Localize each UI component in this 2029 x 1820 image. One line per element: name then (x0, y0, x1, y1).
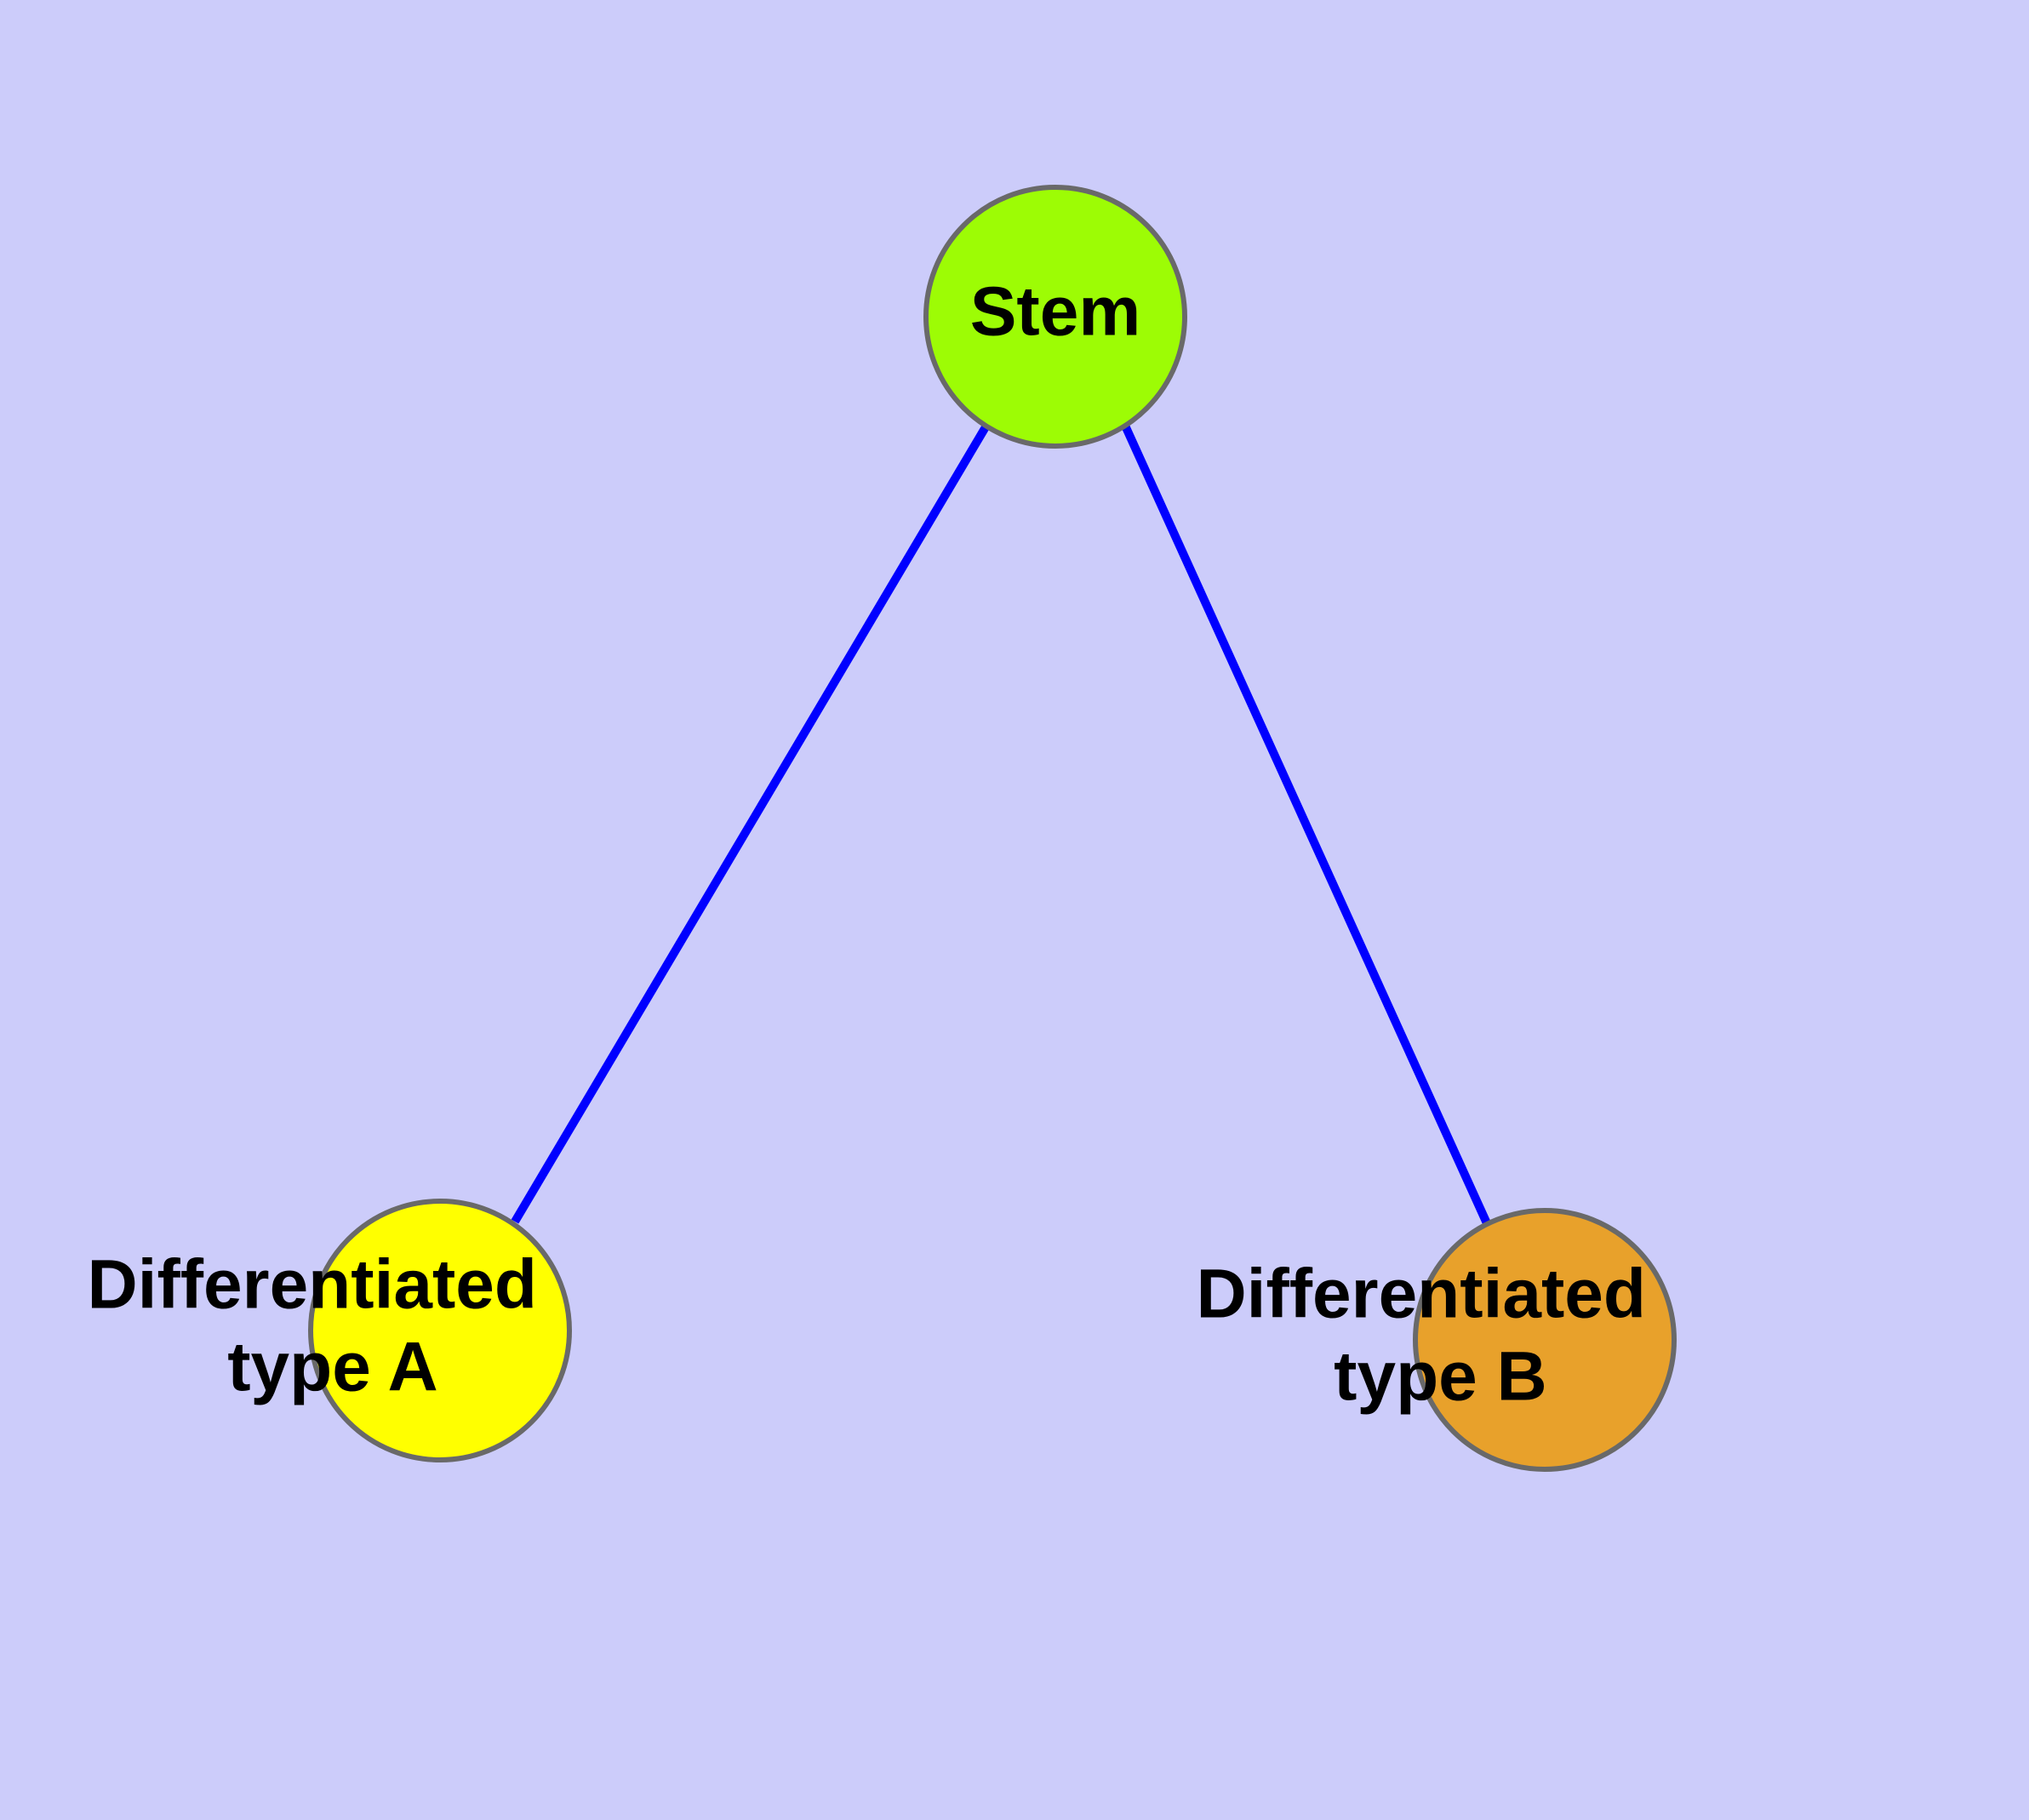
node-differentiated-type-b-label-line-1: Differentiated (1196, 1255, 1646, 1332)
node-differentiated-type-b-label: Differentiated type B (1196, 1255, 1859, 1415)
node-differentiated-type-a[interactable]: Differentiated type A (87, 1199, 750, 1462)
edge-stem-to-differentiated-type-a[interactable] (511, 423, 991, 1224)
node-differentiated-type-a-circle[interactable] (308, 1199, 572, 1462)
node-differentiated-type-a-label-line-1: Differentiated (87, 1245, 537, 1323)
node-differentiated-type-b[interactable]: Differentiated type B (1196, 1208, 1859, 1472)
node-differentiated-type-a-label: Differentiated type A (87, 1245, 750, 1405)
node-stem-label: Stem (970, 273, 1141, 351)
node-differentiated-type-b-circle[interactable] (1413, 1208, 1677, 1472)
edge-layer (511, 423, 1491, 1226)
node-differentiated-type-b-label-line-2: type B (1334, 1337, 1547, 1415)
edge-stem-to-differentiated-type-b[interactable] (1121, 423, 1491, 1226)
node-layer: Stem Differentiated type A Differentiate… (87, 185, 1859, 1472)
node-differentiated-type-a-label-line-2: type A (227, 1328, 437, 1405)
node-stem[interactable]: Stem (923, 185, 1187, 449)
node-stem-circle[interactable] (923, 185, 1187, 449)
